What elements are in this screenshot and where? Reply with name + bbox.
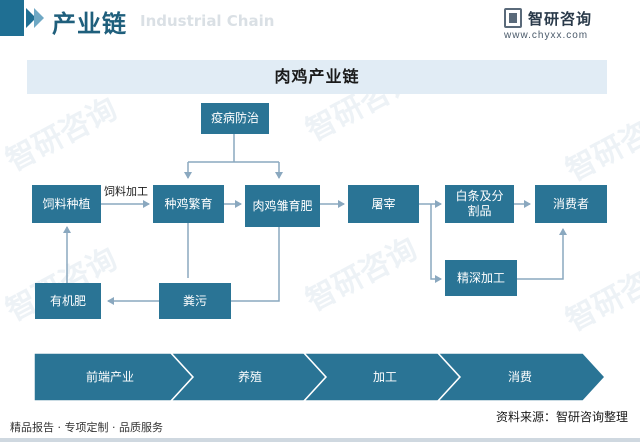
node-broiler-raising: 肉鸡雏育肥 bbox=[245, 185, 320, 227]
chevron-right-icon bbox=[26, 8, 36, 28]
header-accent-bar bbox=[0, 0, 24, 36]
brand: 智研咨询 www.chyxx.com bbox=[504, 6, 624, 42]
source-note: 资料来源：智研咨询整理 bbox=[495, 410, 628, 424]
footer-bar bbox=[0, 438, 640, 442]
page-header: 产业链 Industrial Chain 智研咨询 www.chyxx.com bbox=[0, 0, 640, 46]
node-white-strip: 白条及分割品 bbox=[445, 185, 514, 223]
page-title: 产业链 bbox=[52, 10, 127, 38]
stage-label-breeding: 养殖 bbox=[237, 370, 262, 384]
edge-epidemic-split bbox=[188, 134, 279, 163]
page-subtitle: Industrial Chain bbox=[140, 12, 275, 30]
stage-label-processing: 加工 bbox=[372, 370, 397, 384]
brand-logo-icon bbox=[504, 8, 522, 28]
stage-label-consumption: 消费 bbox=[507, 370, 532, 384]
node-organic-fertilizer: 有机肥 bbox=[35, 283, 101, 319]
edge-label-feed-processing: 饲料加工 bbox=[104, 185, 148, 198]
footer-tagline: 精品报告 · 专项定制 · 品质服务 bbox=[10, 421, 163, 434]
node-epidemic-prevention: 疫病防治 bbox=[201, 103, 269, 134]
node-manure: 粪污 bbox=[159, 283, 231, 319]
diagram-title: 肉鸡产业链 bbox=[274, 67, 360, 86]
brand-url: www.chyxx.com bbox=[504, 30, 589, 41]
edge-deep-to-consumer bbox=[517, 228, 567, 280]
node-slaughter: 屠宰 bbox=[348, 185, 419, 223]
node-breeder-breeding: 种鸡繁育 bbox=[153, 185, 224, 223]
brand-name: 智研咨询 bbox=[528, 10, 593, 28]
edge-broiler-to-manure bbox=[231, 227, 280, 302]
chevron-right-icon bbox=[34, 8, 44, 28]
edge-slaughter-to-deep bbox=[430, 204, 442, 283]
diagram-title-band: 肉鸡产业链 bbox=[27, 60, 607, 94]
node-consumer: 消费者 bbox=[535, 185, 607, 223]
node-feed-planting: 饲料种植 bbox=[32, 185, 101, 223]
node-deep-processing: 精深加工 bbox=[445, 260, 517, 296]
stage-label-front: 前端产业 bbox=[85, 370, 134, 384]
stage-arrow-4 bbox=[436, 352, 607, 402]
